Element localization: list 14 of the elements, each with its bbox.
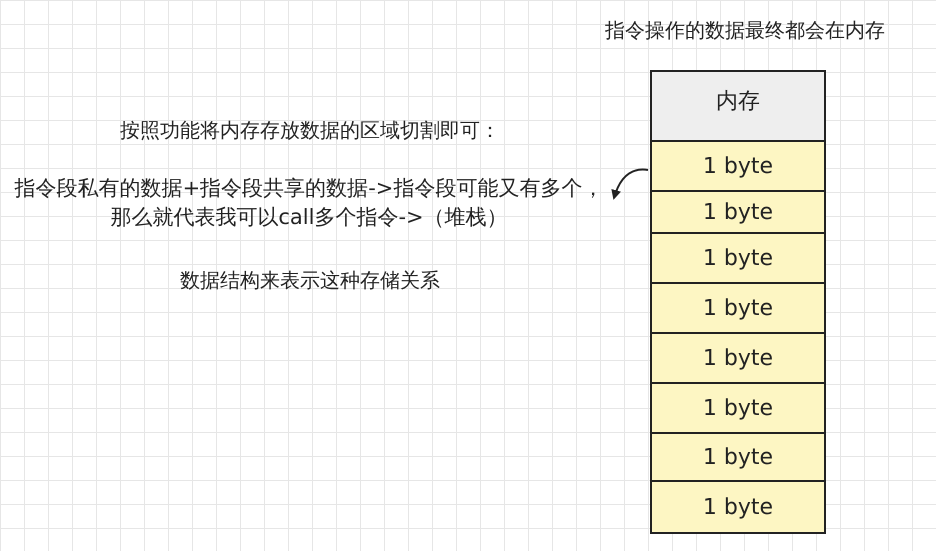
byte-slot: 1 byte — [650, 140, 826, 192]
note-text: 按照功能将内存存放数据的区域切割即可： — [119, 117, 501, 144]
note-text: 指令段私有的数据+指令段共享的数据->指令段可能又有多个，那么就代表我可以call多个指令->（堆栈） — [14, 174, 604, 232]
curved-arrow — [612, 168, 648, 200]
byte-slot: 1 byte — [650, 232, 826, 284]
byte-slot: 1 byte — [650, 282, 826, 334]
byte-slot: 1 byte — [650, 480, 826, 534]
title-text: 指令操作的数据最终都会在内存 — [604, 17, 886, 44]
byte-slot: 1 byte — [650, 190, 826, 234]
memory-header: 内存 — [650, 70, 826, 142]
byte-slot: 1 byte — [650, 332, 826, 384]
note-text: 数据结构来表示这种存储关系 — [179, 267, 441, 294]
byte-slot: 1 byte — [650, 382, 826, 434]
byte-slot: 1 byte — [650, 432, 826, 482]
